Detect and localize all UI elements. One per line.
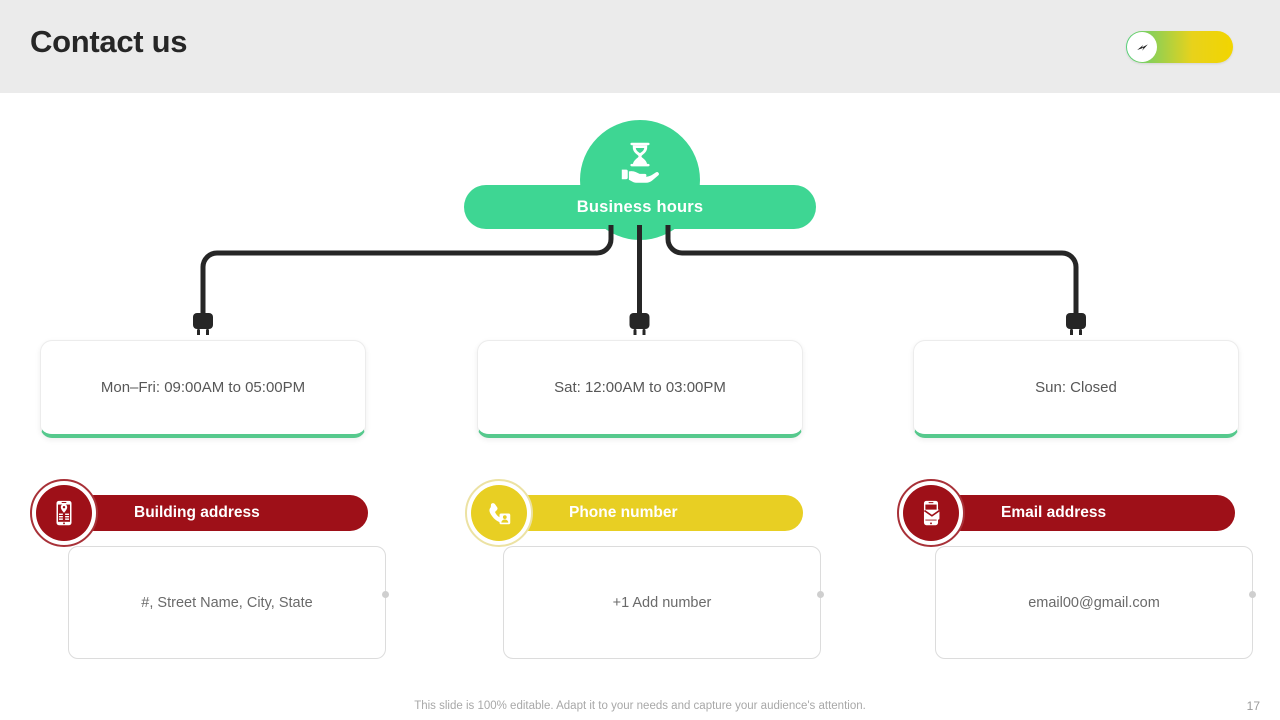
hours-card-text: Sun: Closed	[1035, 379, 1117, 396]
corner-dot	[816, 591, 824, 598]
contact-label-pill[interactable]: Phone number	[511, 495, 803, 531]
corner-dot	[1248, 591, 1256, 598]
phone-envelope-icon	[903, 485, 959, 541]
brand-logo[interactable]	[1126, 31, 1233, 63]
phone-contact-icon	[471, 485, 527, 541]
corner-dot	[381, 591, 389, 598]
hours-card[interactable]: Mon–Fri: 09:00AM to 05:00PM	[40, 340, 366, 438]
contact-value-box[interactable]: #, Street Name, City, State	[68, 546, 389, 659]
connector-tree	[0, 225, 1280, 335]
contact-value-box[interactable]: +1 Add number	[503, 546, 824, 659]
contact-value: +1 Add number	[612, 594, 712, 611]
hours-card[interactable]: Sat: 12:00AM to 03:00PM	[477, 340, 803, 438]
contact-value: #, Street Name, City, State	[141, 594, 313, 611]
contact-icon-ring	[897, 479, 965, 547]
contact-value: email00@gmail.com	[1028, 594, 1160, 611]
contact-icon-ring	[30, 479, 98, 547]
page-number: 17	[1246, 699, 1260, 713]
phone-map-pin-icon	[36, 485, 92, 541]
contact-label-pill[interactable]: Building address	[76, 495, 368, 531]
slide-header: Contact us	[0, 0, 1280, 93]
page-title: Contact us	[30, 24, 188, 59]
hours-card-text: Mon–Fri: 09:00AM to 05:00PM	[100, 379, 306, 396]
contact-value-box[interactable]: email00@gmail.com	[935, 546, 1256, 659]
hours-card[interactable]: Sun: Closed	[913, 340, 1239, 438]
footer-note: This slide is 100% editable. Adapt it to…	[414, 700, 866, 712]
contact-icon-ring	[465, 479, 533, 547]
contact-label-pill[interactable]: Email address	[943, 495, 1235, 531]
hourglass-on-hand-icon	[621, 142, 659, 183]
business-hours-label[interactable]: Business hours	[464, 185, 816, 229]
hours-card-text: Sat: 12:00AM to 03:00PM	[554, 379, 726, 396]
lightning-arrow-icon	[1127, 32, 1157, 62]
